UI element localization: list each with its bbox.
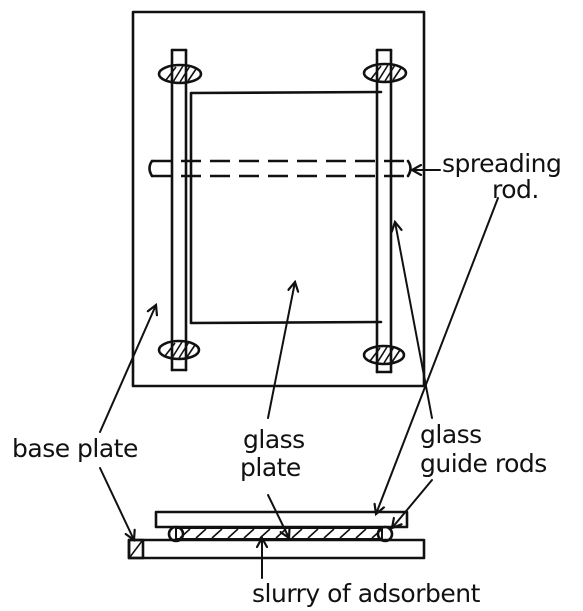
clamp-bottom-right <box>362 344 406 366</box>
left-guide-rod <box>170 48 188 372</box>
label-rod: rod. <box>492 175 539 204</box>
glass-plate-top-view <box>189 90 383 325</box>
label-glass-plate-line1: glass <box>243 425 305 454</box>
label-glass-guide-rods-line2: guide rods <box>420 449 547 478</box>
guide-rod-end-left <box>167 525 185 543</box>
clamp-top-left <box>157 63 203 85</box>
side-view <box>127 510 426 560</box>
clamp-bottom-left <box>157 339 201 361</box>
guide-rod-end-right <box>376 525 394 543</box>
label-glass-guide-rods-line1: glass <box>420 420 482 449</box>
clamp-top-right <box>362 62 408 84</box>
spreading-rod-dashed <box>148 159 412 178</box>
slurry-layer <box>175 527 383 540</box>
label-spreading: spreading <box>442 149 561 178</box>
top-view <box>131 10 426 388</box>
label-glass-plate-line2: plate <box>240 453 301 482</box>
right-guide-rod <box>375 48 393 374</box>
label-base-plate: base plate <box>12 434 138 463</box>
base-plate-top-view <box>131 10 426 388</box>
label-slurry: slurry of adsorbent <box>252 579 481 608</box>
base-plate-side-view <box>127 538 426 560</box>
leader-lines <box>99 170 499 579</box>
